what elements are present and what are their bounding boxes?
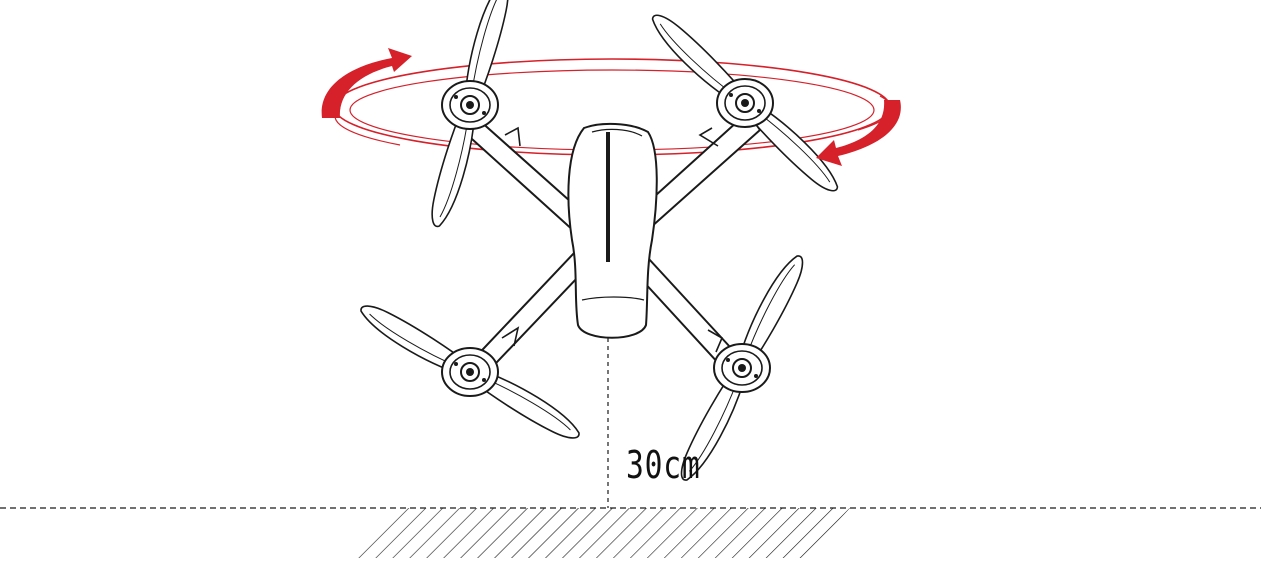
motor-front-right [716,78,774,128]
motor-front-left [441,80,499,130]
height-label: 30cm [626,443,701,487]
rotation-arrow-icon [321,48,901,166]
ground-hatch-icon [350,508,850,558]
motor-rear-left [441,347,499,397]
drone-body [567,122,658,339]
motor-rear-right [713,343,771,393]
